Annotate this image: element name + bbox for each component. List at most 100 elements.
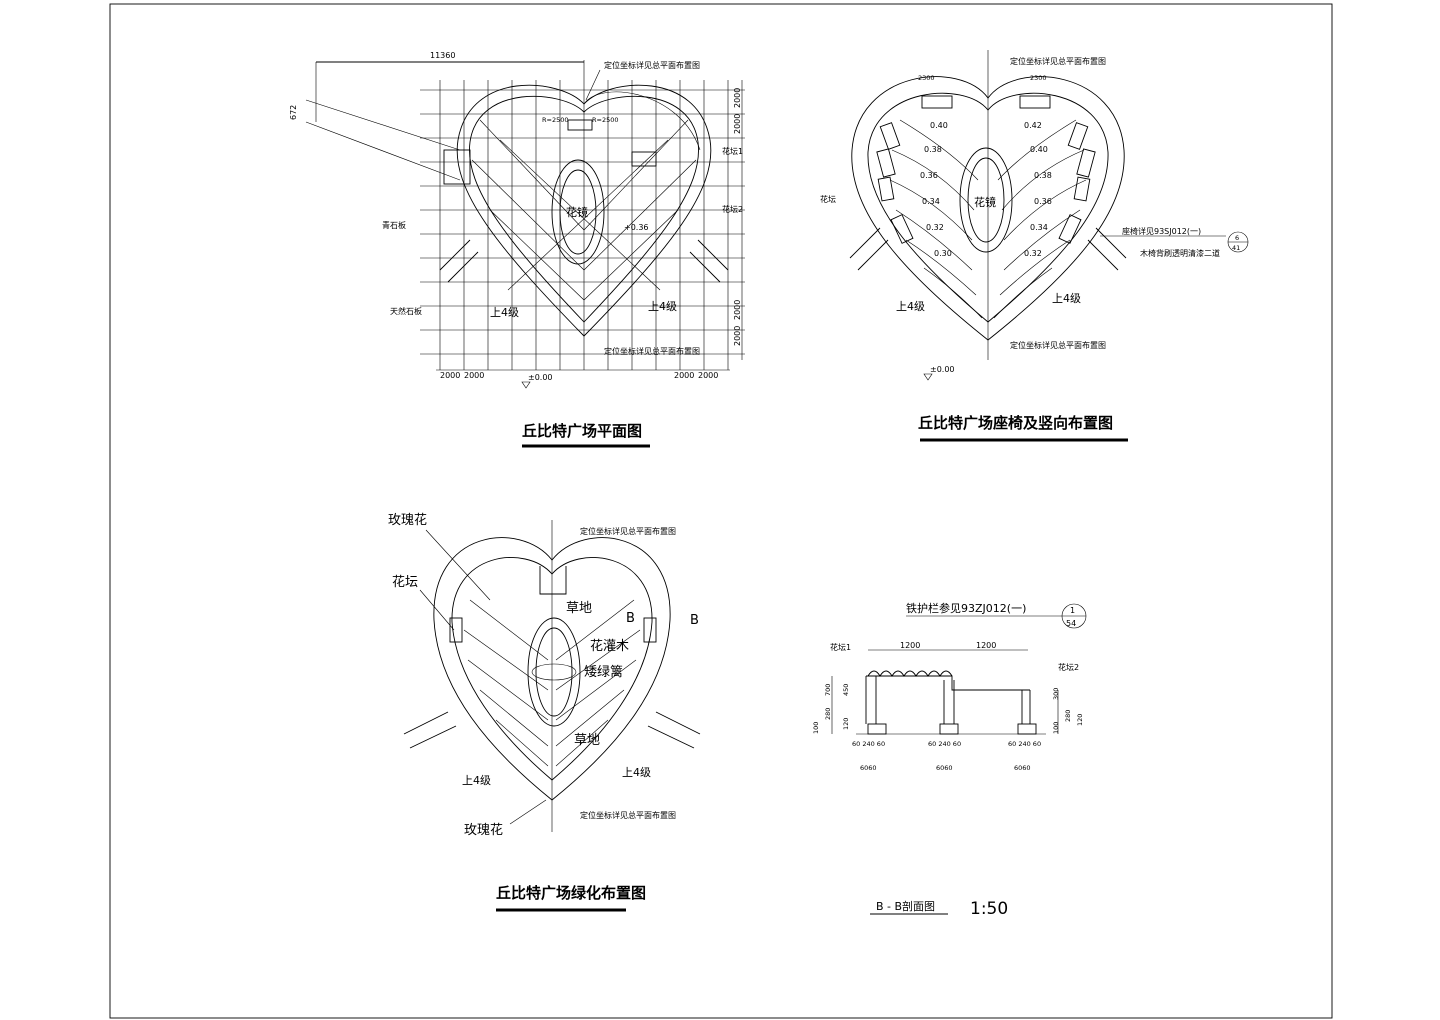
greening-step-left: 上4级 — [462, 774, 491, 787]
greening-rose-top-leader — [425, 529, 491, 601]
plan-elev-mark — [521, 381, 531, 389]
section-view: 铁护栏参见93ZJ012(一) 1 54 1200 1200 花坛1 花坛2 7… — [812, 601, 1087, 919]
section-footing-2 — [939, 723, 959, 735]
seating-step-right: 上4级 — [1052, 292, 1081, 305]
greening-rose-top-label: 玫瑰花 — [388, 512, 427, 528]
greening-steps — [403, 711, 701, 749]
plan-heart-inner — [469, 95, 699, 323]
greening-bed-label: 花坛 — [392, 574, 418, 590]
plan-natural-stone-label: 天然石板 — [390, 306, 422, 316]
seating-contour-right-1: 0.42 — [1024, 121, 1042, 130]
seating-step-left: 上4级 — [896, 300, 925, 313]
greening-heart-inner — [451, 557, 653, 781]
section-dim-right-3: 120 — [1076, 714, 1084, 726]
plan-bluestone-label: 青石板 — [382, 220, 406, 230]
plan-bench-left — [443, 149, 471, 185]
plan-r-label-1: R=2500 — [542, 116, 569, 124]
plan-leader-2 — [305, 121, 461, 181]
greening-step-right: 上4级 — [622, 766, 651, 779]
plan-bed2-label: 花坛2 — [722, 204, 743, 214]
plan-heart-line — [583, 91, 701, 151]
greening-section-mark-left: B — [626, 611, 635, 626]
section-footing-sub-3: 6060 — [1014, 764, 1031, 772]
section-bed2-label: 花坛2 — [1058, 662, 1079, 672]
seating-flower-mirror-label: 花镜 — [974, 195, 996, 209]
seating-benches — [876, 95, 1096, 244]
greening-hedge-label: 矮绿篱 — [584, 665, 623, 680]
seating-contour-right-6: 0.32 — [1024, 249, 1042, 258]
seating-view: 花镜 2300 2300 0.40 0.38 0.36 0.34 0.32 0.… — [820, 50, 1249, 442]
plan-elev: ±0.00 — [528, 373, 553, 382]
sheet-frame — [109, 3, 1333, 1019]
plan-fountain-outer — [551, 159, 605, 265]
seating-title: 丘比特广场座椅及竖向布置图 — [918, 414, 1113, 432]
seating-contour-left-2: 0.38 — [924, 145, 942, 154]
section-dim-right-2: 280 — [1064, 710, 1072, 722]
plan-step-right: 上4级 — [648, 300, 677, 313]
plan-dim-width: 11360 — [430, 51, 455, 60]
section-dim-left-1: 700 — [824, 684, 832, 696]
plan-dim-side: 672 — [289, 105, 298, 120]
plan-step-left: 上4级 — [490, 306, 519, 319]
seating-seat-note: 木椅背刷透明清漆二道 — [1140, 248, 1220, 258]
plan-bench-top — [567, 119, 593, 131]
greening-note-top: 定位坐标详见总平面布置图 — [580, 526, 676, 536]
greening-shrub-label: 花灌木 — [590, 638, 629, 654]
greening-note-bottom: 定位坐标详见总平面布置图 — [580, 810, 676, 820]
section-footing-sub-2: 6060 — [936, 764, 953, 772]
plan-dim-bottom-4: 2000 — [698, 371, 718, 380]
plan-fountain-inner — [559, 169, 597, 255]
plan-leader — [305, 99, 461, 151]
plan-flower-mirror-label: 花镜 — [566, 205, 588, 219]
seating-heart-outer — [851, 76, 1125, 341]
seating-contour-left-3: 0.36 — [920, 171, 938, 180]
greening-bed-left — [449, 617, 463, 643]
plan-dim-bottom-3: 2000 — [674, 371, 694, 380]
plan-note-bottom: 定位坐标详见总平面布置图 — [604, 346, 700, 356]
greening-top-bed — [539, 566, 567, 595]
seating-fountain-inner — [967, 157, 1005, 243]
plan-view: 花镜 11360 672 定位坐标详见总平面布置图 定位坐标详见总平面布置图 R… — [289, 51, 745, 448]
plan-steps — [439, 239, 729, 283]
seating-note-bottom: 定位坐标详见总平面布置图 — [1010, 340, 1106, 350]
section-structure — [865, 675, 1031, 724]
seating-seat-dim-2: 2300 — [1030, 74, 1047, 82]
seating-contour-right-2: 0.40 — [1030, 145, 1048, 154]
plan-dim-right-1: 2000 — [733, 88, 742, 108]
section-railing-num: 1 — [1070, 606, 1075, 615]
seating-seat-ref: 座椅详见93SJ012(一) — [1122, 226, 1201, 236]
greening-fountain-inner — [535, 627, 573, 717]
plan-paving — [471, 119, 697, 301]
section-footing-dim-3: 60 240 60 — [1008, 740, 1041, 748]
section-footing-dim-2: 60 240 60 — [928, 740, 961, 748]
section-dim-right-1: 300 — [1052, 688, 1060, 700]
seating-seat-dim-1: 2300 — [918, 74, 935, 82]
plan-title: 丘比特广场平面图 — [522, 422, 642, 440]
seating-contour-left-1: 0.40 — [930, 121, 948, 130]
seating-contour-right-4: 0.36 — [1034, 197, 1052, 206]
greening-fountain-outer — [527, 617, 581, 727]
seating-contours — [889, 119, 1087, 319]
greening-lawn-top-label: 草地 — [566, 601, 592, 616]
seating-ref-num: 6 — [1235, 234, 1239, 242]
plan-r-label-2: R=2500 — [592, 116, 619, 124]
plan-dim-bottom-2: 2000 — [464, 371, 484, 380]
seating-contour-right-5: 0.34 — [1030, 223, 1048, 232]
plan-heart-outer — [456, 84, 712, 337]
seating-fountain-outer — [959, 147, 1013, 253]
greening-view: 玫瑰花 花坛 定位坐标详见总平面布置图 定位坐标详见总平面布置图 草地 花灌木 … — [388, 512, 701, 912]
section-bed1-label: 花坛1 — [830, 642, 851, 652]
greening-title: 丘比特广场绿化布置图 — [496, 884, 646, 902]
greening-rose-bottom-leader — [509, 799, 547, 825]
plan-dim-right-3: 2000 — [733, 300, 742, 320]
section-dim-right-4: 100 — [1052, 722, 1060, 734]
seating-heart-inner — [867, 92, 1109, 323]
seating-contour-left-4: 0.34 — [922, 197, 940, 206]
plan-elev-mid: +0.36 — [624, 223, 649, 232]
section-railing-den: 54 — [1066, 619, 1076, 628]
greening-lawn-bottom-label: 草地 — [574, 733, 600, 748]
section-footing-sub-1: 6060 — [860, 764, 877, 772]
section-footing-dim-1: 60 240 60 — [852, 740, 885, 748]
plan-note-top: 定位坐标详见总平面布置图 — [604, 60, 700, 70]
